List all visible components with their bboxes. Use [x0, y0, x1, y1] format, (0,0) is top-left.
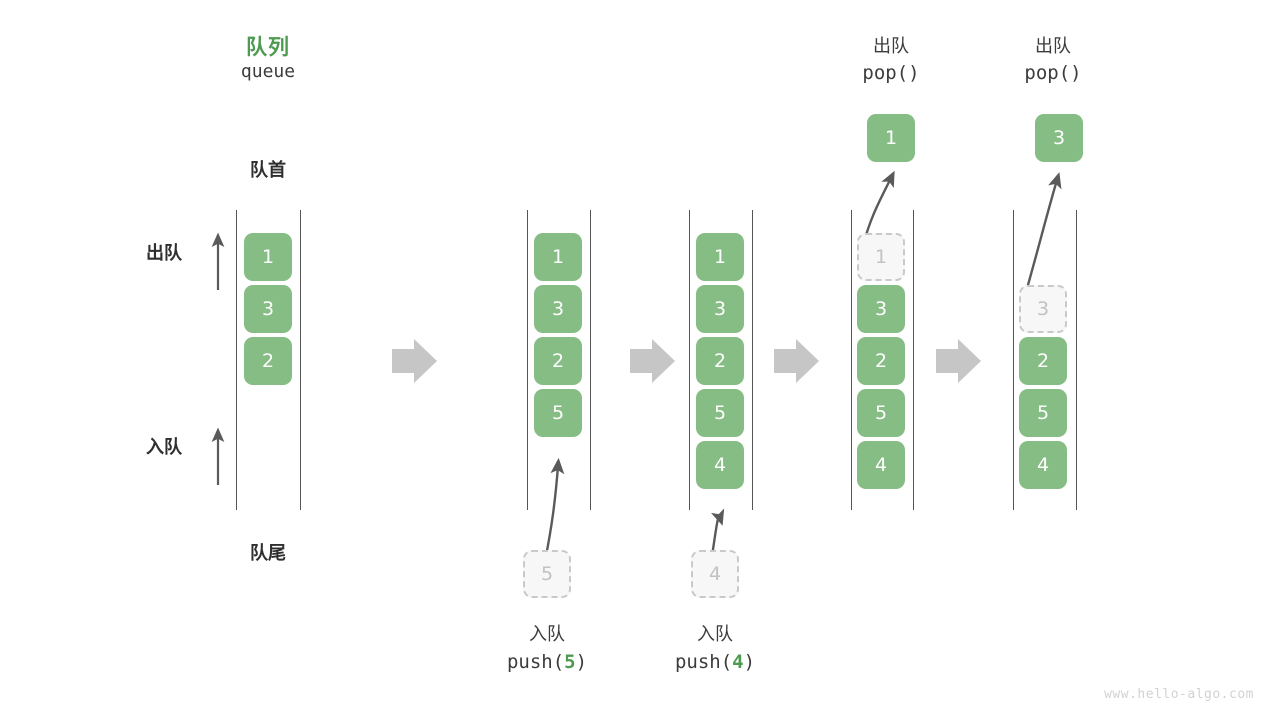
queue-rail-left-col5 — [1013, 210, 1014, 510]
push-5-caption: 入队 push(5) — [447, 622, 647, 676]
enqueue-label: 入队 — [146, 437, 182, 458]
queue-element: 5 — [857, 389, 905, 437]
incoming-element-ghost: 4 — [691, 550, 739, 598]
queue-element: 2 — [1019, 337, 1067, 385]
pop-3-header: 出队 pop() — [953, 34, 1153, 86]
queue-rail-right-col1 — [300, 210, 301, 510]
push-5-code-value: 5 — [564, 651, 576, 673]
push-5-caption-cn: 入队 — [529, 624, 565, 645]
queue-element-removed: 3 — [1019, 285, 1067, 333]
queue-element: 4 — [857, 441, 905, 489]
popped-element: 1 — [867, 114, 915, 162]
queue-element: 3 — [696, 285, 744, 333]
watermark: www.hello-algo.com — [1104, 687, 1254, 702]
queue-element-new: 5 — [534, 389, 582, 437]
push-4-code-suffix: ) — [743, 651, 756, 673]
queue-element: 3 — [857, 285, 905, 333]
queue-element: 2 — [534, 337, 582, 385]
queue-element: 2 — [857, 337, 905, 385]
queue-rail-left-col3 — [689, 210, 690, 510]
push-4-code-prefix: push( — [674, 651, 733, 673]
push-5-code-suffix: ) — [575, 651, 588, 673]
step-arrow-3 — [774, 339, 819, 383]
queue-element: 2 — [696, 337, 744, 385]
queue-rail-right-col3 — [752, 210, 753, 510]
queue-element-new: 4 — [696, 441, 744, 489]
queue-element: 2 — [244, 337, 292, 385]
queue-element: 1 — [534, 233, 582, 281]
diagram-title-code: queue — [240, 61, 296, 82]
push-4-code-value: 4 — [732, 651, 744, 673]
queue-rail-right-col5 — [1076, 210, 1077, 510]
push-4-caption-code: push(4) — [615, 648, 815, 676]
pop-1-header: 出队 pop() — [791, 34, 991, 86]
dequeue-label: 出队 — [146, 243, 182, 264]
queue-element: 4 — [1019, 441, 1067, 489]
queue-rail-left-col1 — [236, 210, 237, 510]
queue-element: 3 — [244, 285, 292, 333]
step-arrow-2 — [630, 339, 675, 383]
pop-1-header-code: pop() — [862, 62, 920, 84]
queue-rail-left-col4 — [851, 210, 852, 510]
queue-rail-right-col2 — [590, 210, 591, 510]
push-4-caption: 入队 push(4) — [615, 622, 815, 676]
diagram-title-cn: 队列 — [246, 35, 290, 59]
pop-3-arrow — [1024, 172, 1062, 293]
queue-element: 1 — [244, 233, 292, 281]
pop-3-header-cn: 出队 — [1035, 36, 1071, 57]
queue-rail-left-col2 — [527, 210, 528, 510]
queue-element: 1 — [696, 233, 744, 281]
queue-element: 5 — [1019, 389, 1067, 437]
push-5-arrow — [544, 457, 565, 557]
pop-3-header-code: pop() — [1024, 62, 1082, 84]
push-5-code-prefix: push( — [506, 651, 565, 673]
step-arrow-4 — [936, 339, 981, 383]
queue-element: 5 — [696, 389, 744, 437]
queue-element-removed: 1 — [857, 233, 905, 281]
diagram-title: 队列 queue — [168, 34, 368, 84]
push-5-caption-code: push(5) — [447, 648, 647, 676]
back-label: 队尾 — [250, 543, 286, 564]
step-arrow-1 — [392, 339, 437, 383]
pop-1-header-cn: 出队 — [873, 36, 909, 57]
push-4-caption-cn: 入队 — [697, 624, 733, 645]
incoming-element-ghost: 5 — [523, 550, 571, 598]
queue-rail-right-col4 — [913, 210, 914, 510]
front-label: 队首 — [250, 160, 286, 181]
popped-element: 3 — [1035, 114, 1083, 162]
queue-element: 3 — [534, 285, 582, 333]
